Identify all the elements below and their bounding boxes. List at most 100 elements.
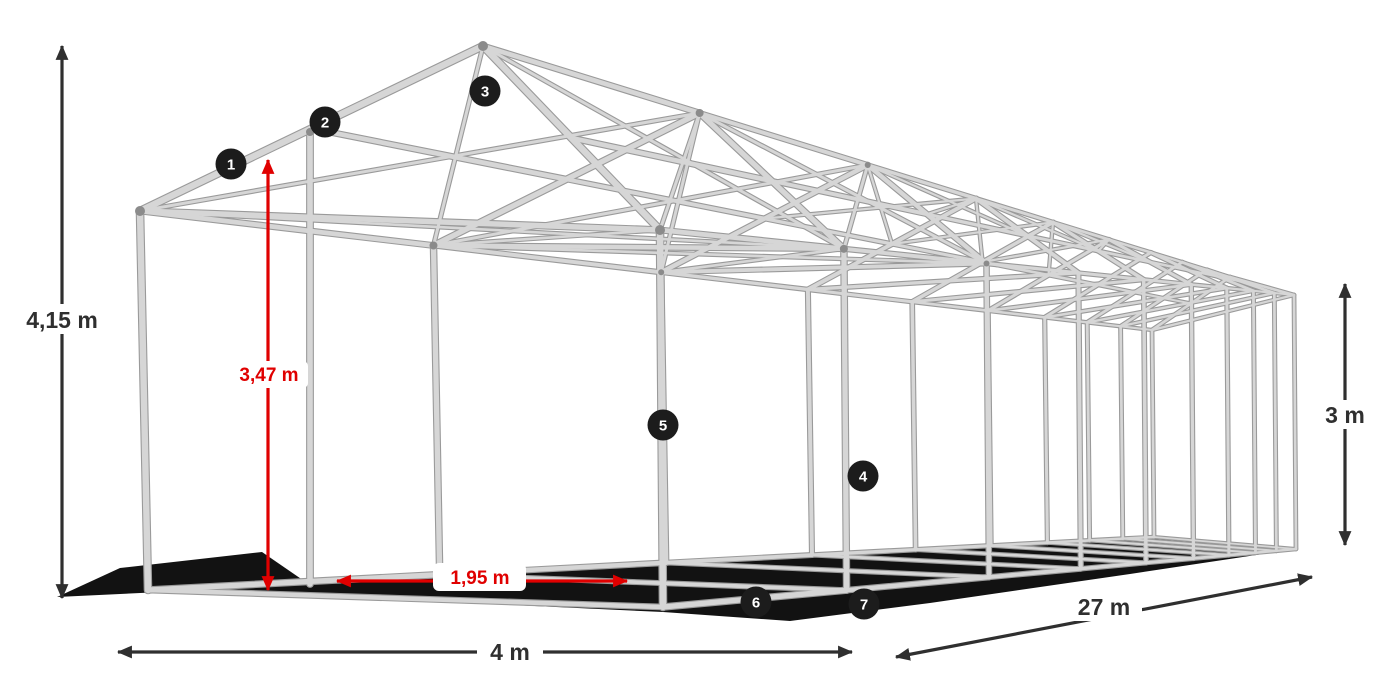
tube-segment [1144, 556, 1195, 565]
tube-segment [431, 243, 847, 252]
tube-segment [910, 278, 1146, 304]
dimension-side-height: 3 m [1318, 282, 1372, 547]
tube-segment [914, 548, 1148, 564]
tube-segment [1150, 293, 1296, 332]
tube-segment [1096, 283, 1136, 294]
part-marker-7: 7 [848, 588, 880, 620]
tube-segment [974, 197, 984, 264]
tube-segment [865, 162, 989, 266]
tube-segment [145, 587, 666, 610]
tube-segment [866, 163, 978, 201]
tube-segment [1292, 293, 1298, 551]
part-marker-5: 5 [647, 409, 679, 441]
tube-segment [137, 208, 436, 248]
tube-segment [659, 162, 870, 275]
tube-segment [806, 288, 914, 304]
tube-segment [1119, 291, 1276, 328]
tube-segment [1097, 249, 1152, 264]
part-marker-5-number: 5 [659, 418, 667, 435]
tube-segment [1085, 320, 1091, 542]
tube-segment [696, 110, 847, 252]
part-marker-3-number: 3 [481, 84, 489, 101]
tube-segment [763, 197, 978, 220]
tube-segment [659, 270, 810, 292]
tube-segment [974, 197, 1055, 224]
tube-segment [1149, 251, 1229, 290]
tube-segment [658, 111, 702, 232]
tube-connector [478, 41, 488, 51]
tube-connector [983, 260, 990, 267]
tube-connector [655, 225, 665, 235]
passage-width-label-bg [433, 563, 526, 591]
part-marker-6-number: 6 [752, 595, 760, 612]
tube-segment [974, 196, 1081, 275]
tube-segment [974, 197, 1100, 252]
tube-segment [1228, 275, 1296, 297]
tube-segment [137, 208, 663, 233]
part-marker-4: 4 [847, 460, 879, 492]
tube-segment [1051, 220, 1146, 282]
tube-segment [569, 135, 775, 184]
tube-segment [1043, 315, 1049, 545]
part-marker-4-number: 4 [859, 469, 868, 486]
tube-segment [1119, 324, 1125, 540]
total-height-label: 4,15 m [26, 307, 98, 333]
tube-connector [864, 161, 871, 168]
part-marker-3: 3 [469, 75, 501, 107]
tube-segment [138, 111, 702, 213]
tube-segment [1079, 561, 1148, 571]
tube-segment [890, 242, 985, 264]
tube-segment [914, 544, 993, 552]
tube-segment [1086, 321, 1122, 328]
dimension-inner-height: 3,47 m [230, 158, 308, 592]
inner-height-label: 3,47 m [239, 365, 298, 386]
tube-segment [841, 246, 989, 266]
tube-segment [890, 221, 1055, 246]
tube-segment [481, 44, 846, 251]
tube-segment [810, 547, 918, 557]
tube-segment [1121, 537, 1278, 552]
tube-segment [657, 227, 847, 252]
tube-segment [1047, 221, 1055, 277]
tube-segment [479, 42, 664, 234]
tube-segment [981, 260, 1050, 277]
tube-segment [431, 243, 664, 275]
tube-segment [480, 43, 702, 116]
tube-segment [806, 271, 1081, 292]
length-label-bg [1066, 592, 1142, 621]
tube-segment [1272, 291, 1278, 553]
tube-segment [1119, 325, 1154, 332]
tube-segment [1225, 286, 1231, 557]
part-markers-layer: 1 2 3 4 5 6 7 [215, 75, 880, 620]
tube-segment [910, 300, 990, 313]
tube-segment [1076, 270, 1083, 571]
tube-segment [1133, 291, 1165, 300]
tube-segment [1153, 536, 1297, 550]
part-marker-2-number: 2 [321, 115, 329, 132]
length-label: 27 m [1078, 594, 1130, 620]
tube-segment [1043, 286, 1229, 319]
tube-segment [910, 300, 918, 552]
tube-segment [432, 228, 662, 247]
total-height-label-bg [19, 304, 105, 334]
tube-segment [866, 163, 894, 246]
dimension-length: 27 m [894, 573, 1314, 661]
tube-segment [432, 44, 485, 247]
part-marker-1-number: 1 [227, 157, 235, 174]
tube-segment [659, 247, 846, 274]
width-label: 4 m [490, 639, 530, 665]
tube-segment [1189, 282, 1196, 561]
tube-segment [984, 261, 992, 580]
width-label-bg [477, 637, 543, 666]
part-marker-7-number: 7 [860, 597, 868, 614]
tube-segment [659, 261, 989, 275]
dimension-passage-width: 1,95 m [335, 563, 629, 591]
tube-segment [430, 242, 443, 578]
tube-segment [986, 309, 1046, 319]
tube-connector [135, 206, 145, 216]
tube-segment [1046, 541, 1230, 557]
frame-wireframe [135, 41, 1299, 612]
dimensions-layer: 4,15 m 3,47 m 3 m 4 m 27 m 1,95 m [19, 44, 1372, 666]
tube-segment [1190, 283, 1229, 290]
